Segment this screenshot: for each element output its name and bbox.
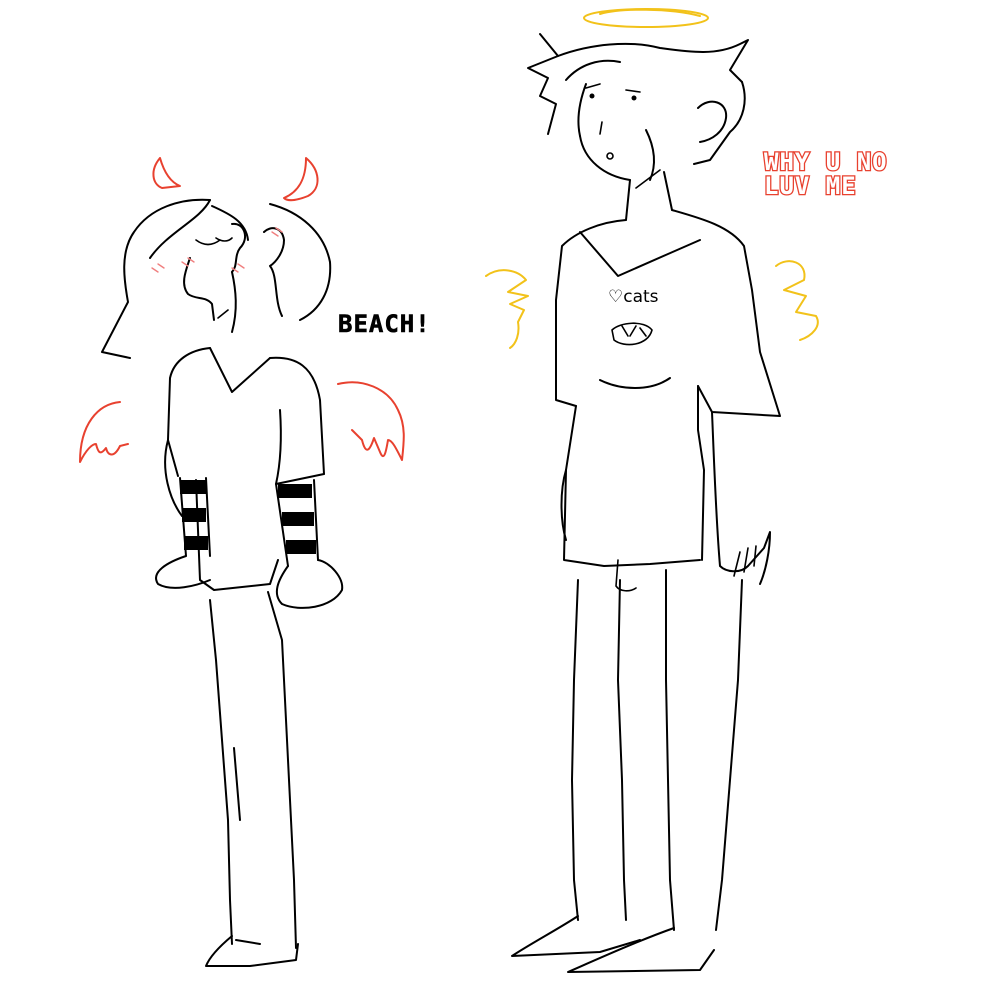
blush-marks	[151, 227, 283, 273]
luv-me-text: LUV ME	[764, 172, 857, 200]
angel-wings-icon	[485, 260, 819, 349]
striped-sleeves	[179, 477, 319, 567]
shirt-print: ♡cats	[608, 287, 659, 346]
beach-exclaim-text: BEACH!	[338, 310, 431, 338]
halo-icon	[583, 8, 709, 28]
why-u-no-text: WHY U NO	[764, 148, 888, 176]
right-figure-angel: ♡cats	[485, 8, 819, 973]
shirt-text: ♡cats	[608, 287, 659, 307]
left-figure-devil	[79, 157, 405, 967]
devil-wings-icon	[79, 381, 405, 463]
devil-horns-icon	[152, 157, 319, 202]
